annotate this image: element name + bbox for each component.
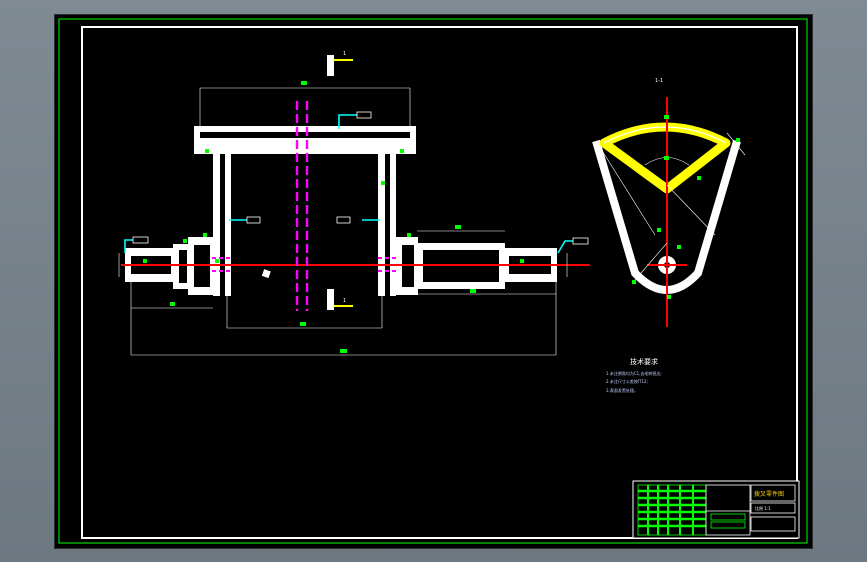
top-plate — [194, 126, 416, 154]
point-marker — [261, 269, 271, 279]
leader-left-wall — [229, 216, 261, 224]
scale-text: 比例 1:1 — [755, 505, 771, 511]
cad-drawing-viewport[interactable]: 1 1 — [55, 15, 812, 548]
front-view[interactable]: 1 1 — [118, 51, 590, 356]
outer-frame — [58, 18, 808, 544]
notes-title: 技术要求 — [630, 357, 658, 366]
notes-line-1: 1.未注倒角均为C1,去毛刺锐边; — [606, 370, 662, 376]
view-mark: 1-1 — [655, 78, 663, 84]
section-mark-bottom: 1 — [343, 298, 346, 304]
technical-notes: 技术要求 1.未注倒角均为C1,去毛刺锐边; 2.未注尺寸公差按IT12; 3.… — [606, 357, 662, 393]
dimension-lines — [118, 81, 568, 356]
part-name: 拨叉零件图 — [754, 490, 784, 498]
revision-table — [637, 484, 707, 536]
section-mark-top: 1 — [343, 51, 346, 57]
leader-right-wall — [336, 216, 380, 224]
cad-drawing: 1 1 — [58, 18, 808, 544]
top-plate-inner — [200, 132, 410, 138]
leader-top — [338, 111, 372, 129]
inner-frame — [81, 26, 798, 539]
notes-line-3: 3.表面发黑处理。 — [606, 387, 638, 393]
side-view[interactable]: 1-1 — [592, 78, 746, 327]
section-arrow-top: 1 — [327, 51, 353, 76]
section-arrow-bottom: 1 — [327, 289, 353, 310]
notes-line-2: 2.未注尺寸公差按IT12; — [606, 378, 648, 384]
leader-right-shaft — [557, 237, 589, 254]
title-block[interactable]: 拨叉零件图 比例 1:1 — [632, 480, 800, 539]
leader-left-shaft — [124, 236, 149, 253]
